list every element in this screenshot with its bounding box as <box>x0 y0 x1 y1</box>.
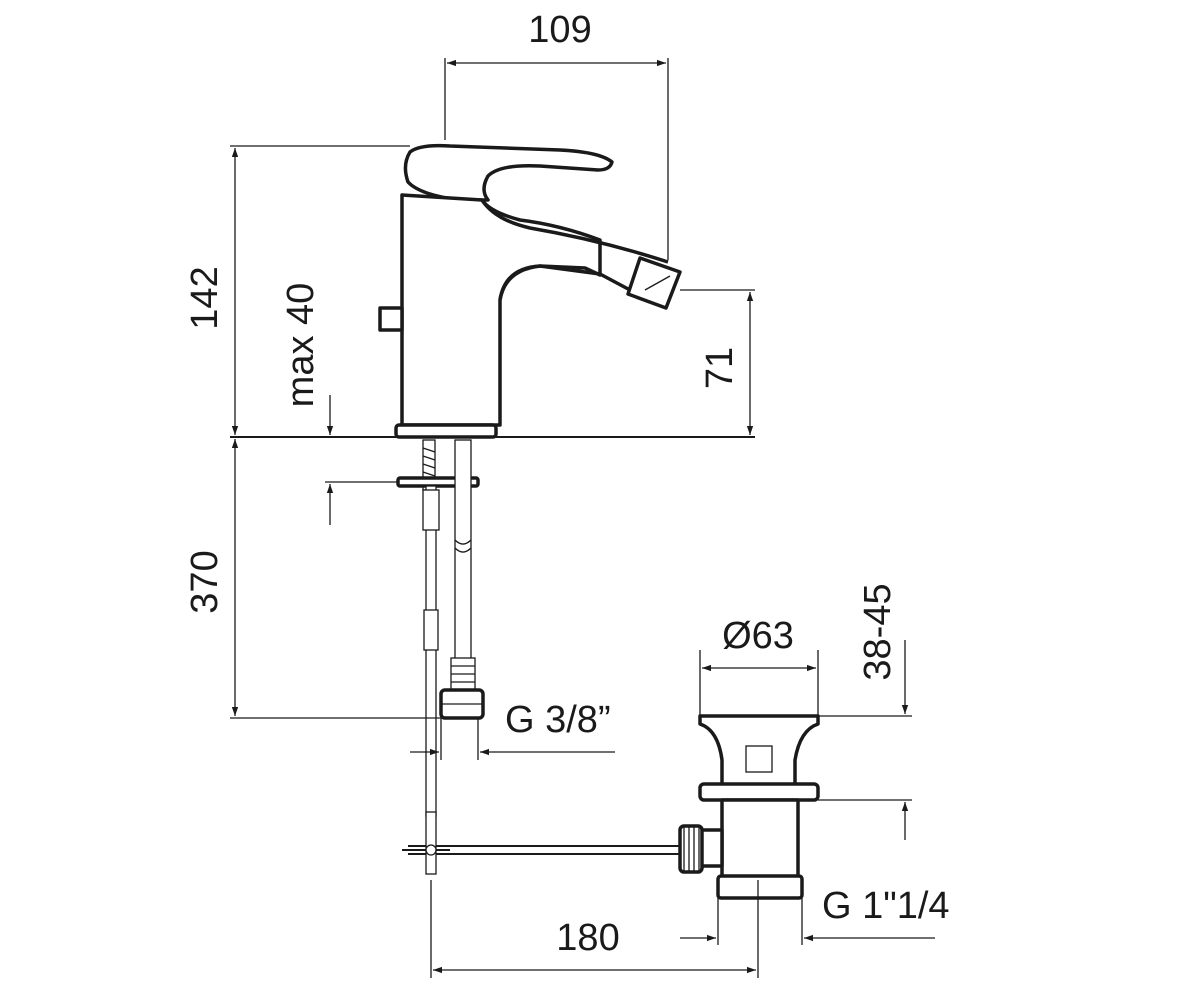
spout-top <box>480 198 669 264</box>
dim-label-109: 109 <box>528 9 591 51</box>
extension-lines <box>230 58 912 978</box>
faucet-body <box>378 143 682 439</box>
dim-label-142: 142 <box>184 266 226 329</box>
dim-label-g38: G 3/8” <box>505 699 611 741</box>
base-flange <box>394 423 498 439</box>
spout-outlet-line <box>644 275 671 291</box>
waste-tail <box>716 874 804 900</box>
dim-label-71: 71 <box>699 347 741 389</box>
rod-clip-v <box>425 811 437 875</box>
rod-thread-marks <box>422 447 436 485</box>
waste-body <box>720 798 800 882</box>
ferrule-lines <box>451 665 475 683</box>
spout-bottom <box>498 264 631 301</box>
dim-label-g114: G 1"1/4 <box>822 885 950 927</box>
dim-label-d63: Ø63 <box>722 615 794 657</box>
rod-clamp <box>423 609 439 651</box>
spout-outlet <box>626 256 682 310</box>
lever-handle <box>403 143 614 202</box>
rod-clip-pivot <box>425 844 437 856</box>
dim-label-3845: 38-45 <box>857 583 899 680</box>
rod-nut <box>678 824 704 874</box>
dimension-lines <box>231 59 935 974</box>
dim-label-370: 370 <box>184 550 226 613</box>
waste-assembly <box>402 714 820 900</box>
rod-nut-knurl <box>683 826 700 872</box>
popup-rod <box>425 485 437 817</box>
dim-label-max40: max 40 <box>280 283 322 408</box>
waste-window <box>745 745 773 773</box>
waste-locknut <box>698 782 820 802</box>
hose-break-marks <box>454 539 472 553</box>
faucet-column <box>400 193 602 427</box>
popup-knob <box>378 306 404 332</box>
dimension-labels: 109 142 max 40 71 370 G 3/8” Ø63 38-45 G… <box>184 9 950 959</box>
rod-sleeve <box>422 489 440 531</box>
dim-label-180: 180 <box>556 917 619 959</box>
under-deck-assembly <box>396 439 485 817</box>
